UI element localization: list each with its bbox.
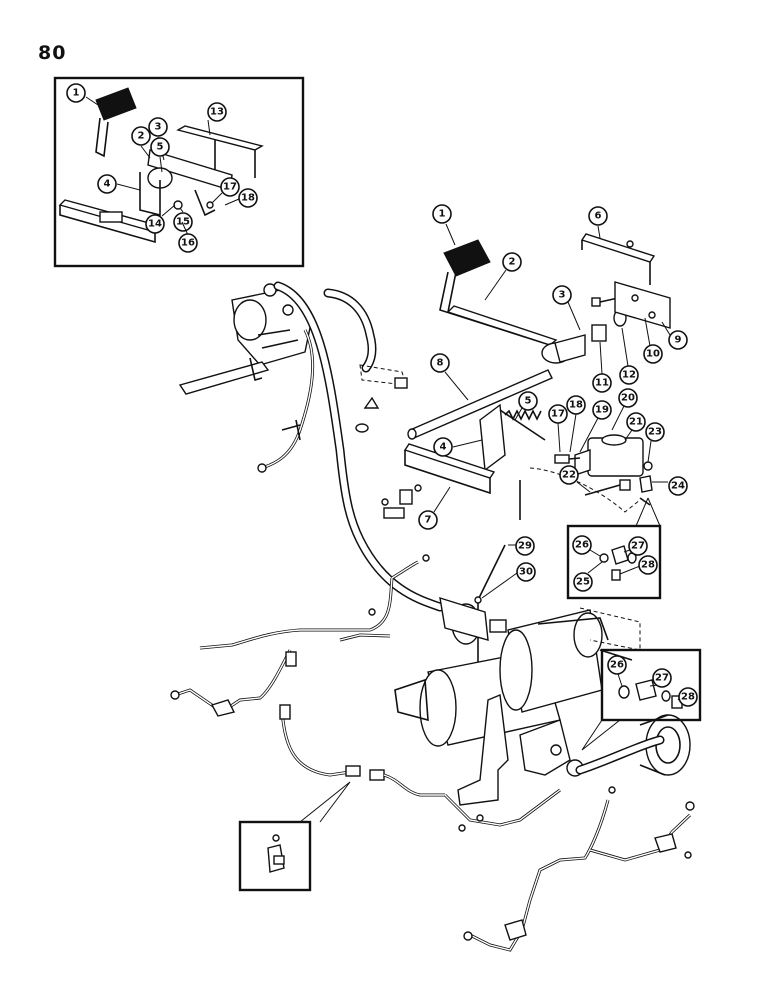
callout-24: 24 — [652, 476, 688, 496]
main-callouts: 1 2 3 4 5 6 7 8 9 10 11 12 17 18 19 20 2… — [418, 204, 688, 599]
inset-callouts: 1 2 3 5 4 13 14 15 16 17 18 — [66, 83, 258, 253]
callout-20: 20 — [611, 388, 638, 431]
callout-4: 4 — [433, 437, 483, 457]
svg-text:18: 18 — [241, 193, 255, 204]
callout-29: 29 — [508, 536, 535, 556]
svg-text:26: 26 — [610, 660, 624, 671]
svg-text:2: 2 — [509, 257, 516, 268]
callout-inset-15: 15 — [173, 207, 193, 232]
svg-text:22: 22 — [562, 470, 576, 481]
detail-box-bottom — [238, 781, 351, 892]
callout-9: 9 — [661, 321, 688, 350]
svg-text:1: 1 — [73, 88, 80, 99]
power-unit-and-hoses — [170, 281, 695, 952]
callout-inset-1: 1 — [66, 83, 99, 106]
svg-text:26: 26 — [575, 540, 589, 551]
svg-text:10: 10 — [646, 349, 660, 360]
callout-detail-small-26: 26 — [572, 535, 601, 557]
svg-text:28: 28 — [681, 692, 695, 703]
callout-21: 21 — [624, 412, 646, 441]
detail-box-small: 26 27 25 28 — [566, 497, 662, 600]
detail-box-large: 26 27 28 — [581, 648, 702, 751]
callout-2: 2 — [484, 252, 522, 301]
svg-text:16: 16 — [181, 238, 195, 249]
callout-detail-large-27: 27 — [649, 668, 672, 688]
callout-22: 22 — [559, 465, 591, 493]
svg-text:27: 27 — [655, 673, 669, 684]
svg-text:24: 24 — [671, 481, 685, 492]
callout-1: 1 — [432, 204, 456, 246]
callout-3: 3 — [552, 285, 581, 331]
callout-detail-large-26: 26 — [607, 655, 627, 687]
svg-text:3: 3 — [559, 290, 566, 301]
svg-text:11: 11 — [595, 378, 609, 389]
callout-10: 10 — [643, 317, 663, 364]
page-number: 80 — [38, 42, 67, 64]
callout-8: 8 — [430, 353, 469, 401]
svg-text:15: 15 — [176, 217, 190, 228]
svg-text:17: 17 — [551, 409, 565, 420]
svg-text:19: 19 — [595, 405, 609, 416]
callout-detail-small-27: 27 — [623, 536, 648, 556]
callout-11: 11 — [592, 341, 612, 393]
svg-text:18: 18 — [569, 400, 583, 411]
svg-text:23: 23 — [648, 427, 662, 438]
callout-detail-large-28: 28 — [677, 687, 698, 707]
inset-frame — [53, 76, 305, 268]
svg-text:12: 12 — [622, 370, 636, 381]
callout-23: 23 — [645, 422, 665, 463]
svg-text:6: 6 — [595, 211, 602, 222]
svg-text:30: 30 — [519, 567, 533, 578]
svg-text:9: 9 — [675, 335, 682, 346]
callout-inset-16: 16 — [178, 221, 198, 253]
callout-7: 7 — [418, 486, 451, 530]
callout-detail-small-28: 28 — [619, 555, 658, 575]
callout-inset-4: 4 — [97, 174, 141, 194]
svg-text:17: 17 — [223, 182, 237, 193]
callout-inset-13: 13 — [207, 102, 227, 136]
svg-text:21: 21 — [629, 417, 643, 428]
svg-text:1: 1 — [439, 209, 446, 220]
callout-inset-18: 18 — [224, 188, 258, 208]
callout-19: 19 — [579, 400, 612, 453]
callout-inset-5: 5 — [150, 137, 170, 173]
callout-17: 17 — [548, 404, 568, 453]
svg-text:20: 20 — [621, 393, 635, 404]
callout-18: 18 — [566, 395, 586, 453]
svg-text:28: 28 — [641, 560, 655, 571]
svg-text:4: 4 — [104, 179, 111, 190]
callout-30: 30 — [481, 562, 536, 599]
callout-inset-17: 17 — [211, 177, 240, 204]
callout-inset-2: 2 — [131, 126, 151, 159]
svg-text:8: 8 — [437, 358, 444, 369]
svg-text:27: 27 — [631, 541, 645, 552]
svg-text:5: 5 — [157, 142, 164, 153]
svg-text:5: 5 — [525, 396, 532, 407]
svg-text:3: 3 — [155, 122, 162, 133]
callout-6: 6 — [588, 206, 608, 239]
callout-detail-small-25: 25 — [573, 561, 603, 592]
callout-12: 12 — [619, 327, 639, 385]
svg-text:2: 2 — [138, 131, 145, 142]
svg-text:29: 29 — [518, 541, 532, 552]
pedal-assembly — [381, 233, 671, 690]
svg-text:14: 14 — [148, 219, 162, 230]
svg-text:7: 7 — [425, 515, 432, 526]
svg-text:4: 4 — [440, 442, 447, 453]
callout-5: 5 — [514, 391, 538, 421]
svg-text:25: 25 — [576, 577, 590, 588]
svg-text:13: 13 — [210, 107, 224, 118]
callout-inset-14: 14 — [145, 204, 176, 234]
